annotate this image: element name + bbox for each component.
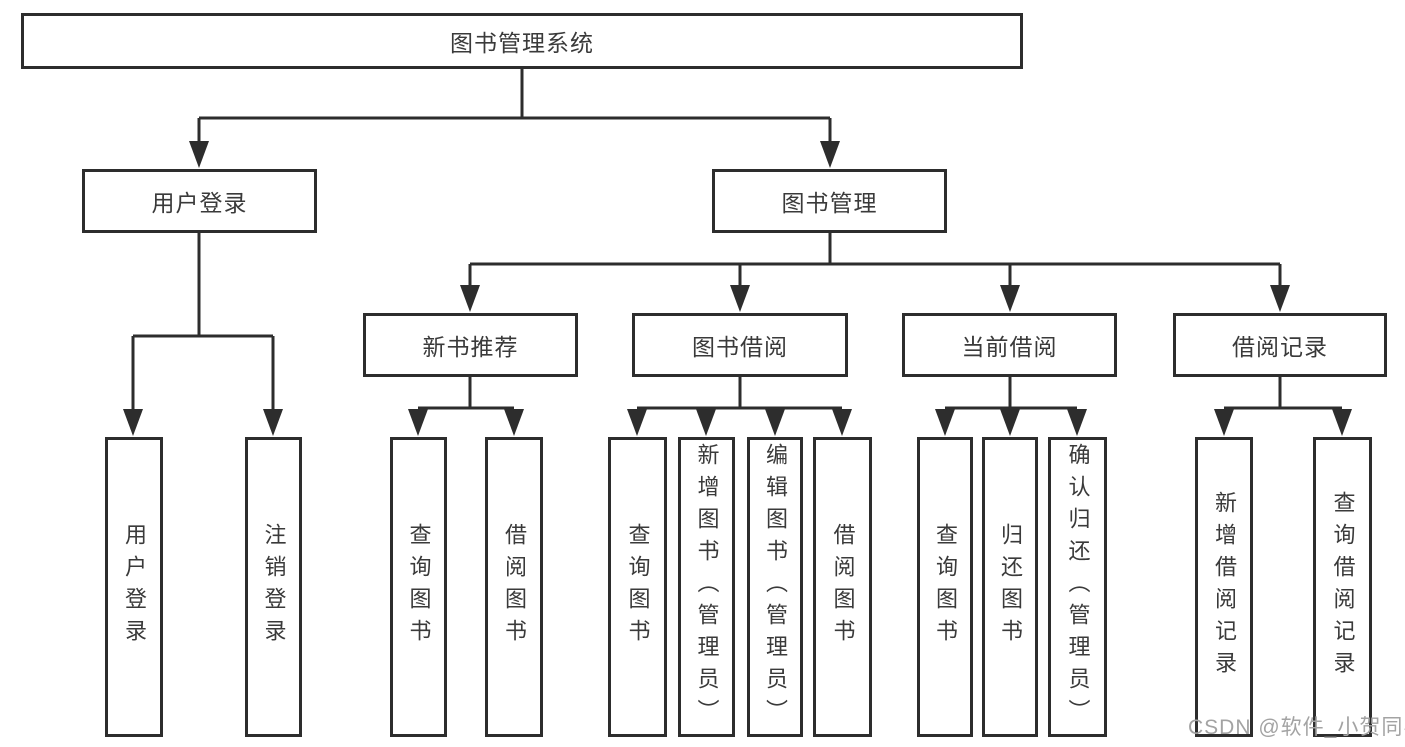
leaf-confirm-return-admin: 确认归还（管理员）: [1048, 437, 1107, 737]
leaf-borrow-books: 借阅图书: [813, 437, 872, 737]
leaf-add-book-admin-label: 新增图书（管理员）: [694, 443, 720, 731]
node-borrow-records: 借阅记录: [1173, 313, 1387, 377]
leaf-logout-label: 注销登录: [261, 523, 287, 651]
csdn-watermark: CSDN @软件_小贺同学: [1188, 716, 1405, 739]
leaf-edit-book-admin: 编辑图书（管理员）: [747, 437, 803, 737]
node-library-system: 图书管理系统: [21, 13, 1023, 69]
leaf-query-books-borrow: 查询图书: [608, 437, 667, 737]
node-book-management-label: 图书管理: [781, 190, 878, 216]
node-borrow-records-label: 借阅记录: [1232, 334, 1328, 360]
node-new-book-recommend-label: 新书推荐: [422, 334, 519, 360]
leaf-query-borrow-record: 查询借阅记录: [1313, 437, 1372, 737]
leaf-add-borrow-record: 新增借阅记录: [1195, 437, 1253, 737]
leaf-user-login-label: 用户登录: [122, 523, 147, 651]
leaf-edit-book-admin-label: 编辑图书（管理员）: [763, 443, 788, 731]
leaf-confirm-return-admin-label: 确认归还（管理员）: [1065, 443, 1091, 731]
leaf-query-books-current: 查询图书: [917, 437, 973, 737]
node-book-borrow: 图书借阅: [632, 313, 848, 377]
node-current-borrow: 当前借阅: [902, 313, 1117, 377]
leaf-add-book-admin: 新增图书（管理员）: [678, 437, 735, 737]
arrowheads: [123, 141, 1352, 436]
node-user-login-label: 用户登录: [151, 190, 248, 216]
node-user-login: 用户登录: [82, 169, 317, 233]
leaf-query-borrow-record-label: 查询借阅记录: [1330, 491, 1356, 683]
leaf-query-books-recommend-label: 查询图书: [406, 523, 432, 651]
leaf-return-book: 归还图书: [982, 437, 1038, 737]
leaf-return-book-label: 归还图书: [998, 523, 1023, 651]
node-new-book-recommend: 新书推荐: [363, 313, 578, 377]
leaf-borrow-books-label: 借阅图书: [830, 523, 856, 651]
leaf-query-books-recommend: 查询图书: [390, 437, 447, 737]
leaf-borrow-books-recommend-label: 借阅图书: [502, 523, 527, 651]
node-library-system-label: 图书管理系统: [450, 30, 594, 56]
leaf-logout: 注销登录: [245, 437, 302, 737]
leaf-add-borrow-record-label: 新增借阅记录: [1212, 491, 1237, 683]
leaf-user-login: 用户登录: [105, 437, 163, 737]
node-book-borrow-label: 图书借阅: [692, 334, 788, 360]
node-current-borrow-label: 当前借阅: [961, 334, 1058, 360]
leaf-borrow-books-recommend: 借阅图书: [485, 437, 543, 737]
leaf-query-books-borrow-label: 查询图书: [625, 523, 651, 651]
leaf-query-books-current-label: 查询图书: [933, 523, 958, 651]
node-book-management: 图书管理: [712, 169, 947, 233]
